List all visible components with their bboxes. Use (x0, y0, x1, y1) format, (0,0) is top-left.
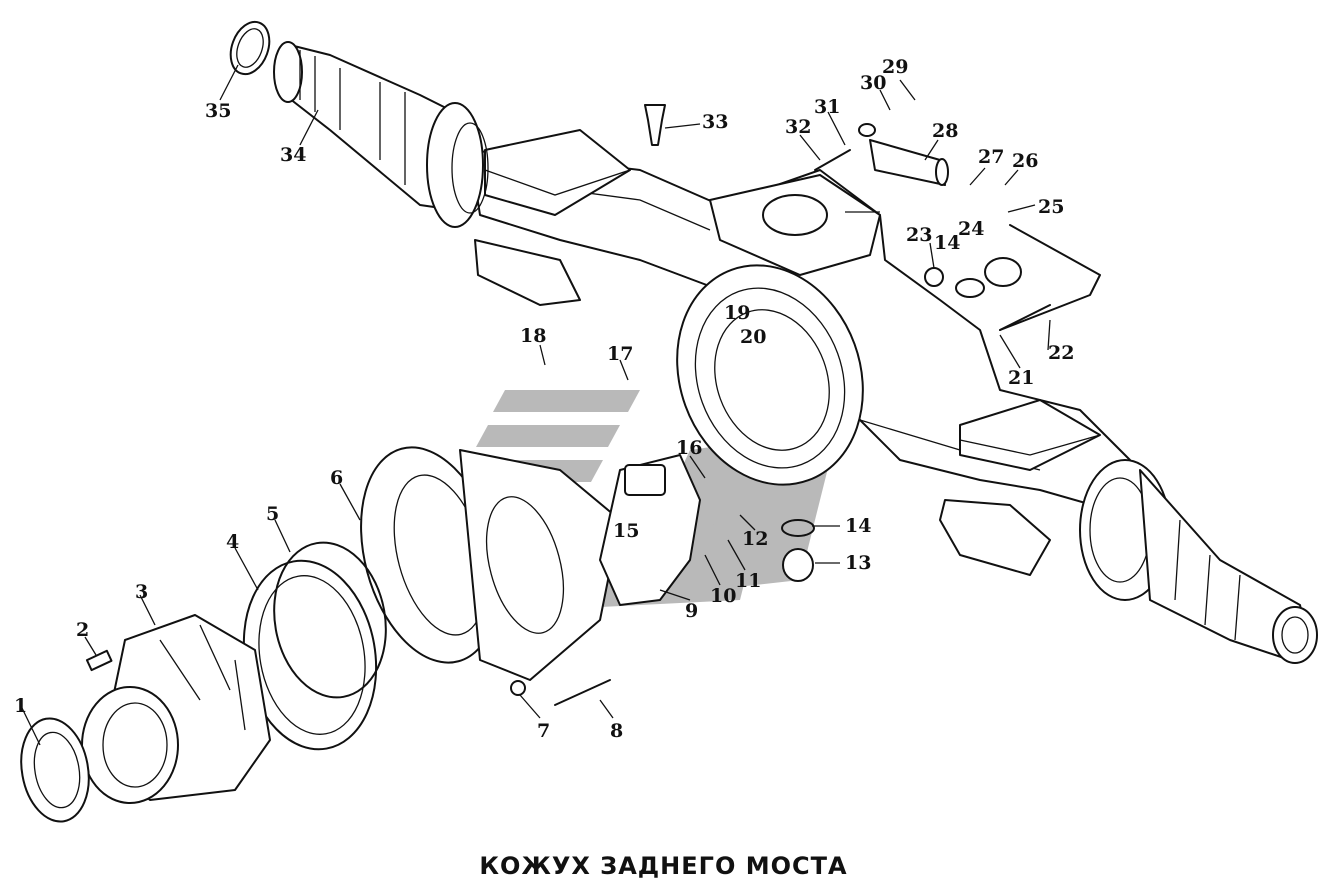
diagram-title: КОЖУХ ЗАДНЕГО МОСТА (479, 852, 848, 880)
callout-25: 25 (1038, 196, 1064, 218)
callout-18: 18 (520, 325, 546, 347)
callout-5: 5 (266, 503, 279, 525)
callout-15: 15 (613, 520, 639, 542)
bolt-33 (644, 104, 666, 146)
bearing-cover-3 (81, 614, 271, 804)
callout-30: 30 (860, 72, 886, 94)
bracket-rod-22 (999, 224, 1101, 331)
left-axle-spindle (273, 41, 489, 228)
stud-8 (554, 679, 611, 706)
reducer-carrier (599, 454, 701, 606)
callout-28: 28 (932, 120, 958, 142)
callout-labels: 1 2 3 4 5 6 7 8 9 10 11 12 13 14 14 15 1… (14, 56, 1074, 742)
o-ring-14 (781, 519, 815, 537)
callout-14-upper: 14 (934, 232, 960, 254)
nut-7 (510, 680, 526, 696)
callout-12: 12 (742, 528, 768, 550)
callout-31: 31 (814, 96, 840, 118)
callout-19: 19 (724, 302, 750, 324)
callout-7: 7 (537, 720, 550, 742)
pin-32 (814, 149, 851, 171)
oil-seal-1 (20, 717, 90, 823)
plug-13 (782, 548, 814, 582)
callout-17: 17 (607, 343, 633, 365)
callout-4: 4 (226, 531, 239, 553)
callout-34: 34 (280, 144, 306, 166)
callout-14-lower: 14 (845, 515, 871, 537)
leader-lines (21, 64, 1051, 746)
plug-23 (924, 267, 944, 287)
callout-13: 13 (845, 552, 871, 574)
callout-21: 21 (1008, 367, 1034, 389)
o-ring-14-upper (955, 278, 985, 298)
callout-11: 11 (735, 570, 761, 592)
callout-29: 29 (882, 56, 908, 78)
callout-33: 33 (702, 111, 728, 133)
callout-32: 32 (785, 116, 811, 138)
fork-31 (858, 123, 876, 137)
axle-beam (469, 129, 1131, 576)
callout-3: 3 (135, 581, 148, 603)
callout-9: 9 (685, 600, 698, 622)
callout-1: 1 (14, 695, 27, 717)
callout-23: 23 (906, 224, 932, 246)
breather-24 (984, 257, 1022, 287)
callout-8: 8 (610, 720, 623, 742)
callout-2: 2 (76, 619, 89, 641)
left-seal-ring (229, 20, 271, 76)
gasket-5 (273, 541, 387, 699)
callout-10: 10 (710, 585, 736, 607)
callout-35: 35 (205, 100, 231, 122)
bolt-2 (85, 649, 113, 672)
callout-6: 6 (330, 467, 343, 489)
housing-flange (360, 446, 621, 681)
right-axle-spindle (1079, 459, 1318, 664)
cylinder-28 (869, 139, 949, 186)
callout-27: 27 (978, 146, 1004, 168)
callout-16: 16 (676, 437, 702, 459)
callout-26: 26 (1012, 150, 1038, 172)
callout-24: 24 (958, 218, 984, 240)
callout-22: 22 (1048, 342, 1074, 364)
callout-20: 20 (740, 326, 766, 348)
